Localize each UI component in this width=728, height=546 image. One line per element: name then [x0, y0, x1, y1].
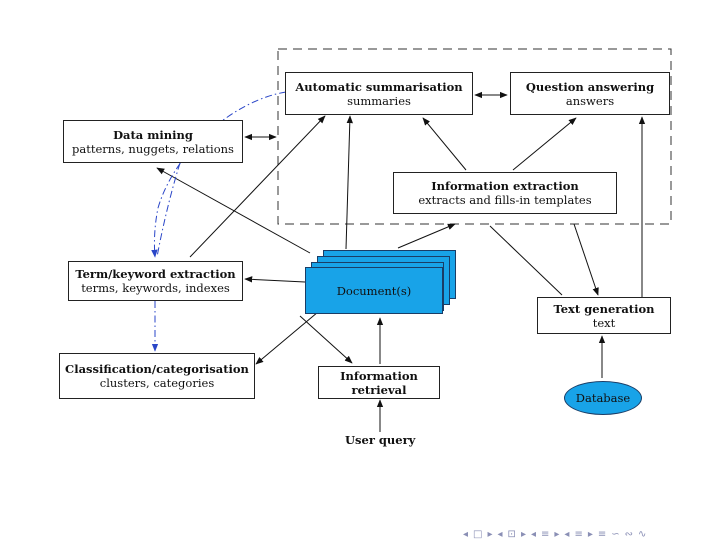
- edge-ie-to-qa: [512, 117, 577, 171]
- nav-icon-11[interactable]: ▸: [587, 528, 593, 540]
- node-title: Term/keyword extraction: [75, 267, 236, 281]
- node-title: Automatic summarisation: [295, 79, 463, 94]
- node-automatic-summarisation: Automatic summarisation summaries: [285, 72, 473, 115]
- nav-icon-10[interactable]: ≡: [574, 528, 583, 540]
- nav-icon-4[interactable]: ⊡: [507, 528, 516, 540]
- node-documents: Document(s): [305, 267, 443, 314]
- slide-navigation: ◂ □ ▸ ◂ ⊡ ▸ ◂ ≡ ▸ ◂ ≡ ▸ ≡ ∽ ∾ ∿: [463, 526, 728, 542]
- node-label: Document(s): [336, 283, 412, 298]
- node-title: Data mining: [113, 127, 193, 142]
- node-subtitle: text: [592, 315, 616, 330]
- edge-documents-to-ir: [299, 315, 353, 364]
- edge-documents-to-datamining: [156, 167, 311, 254]
- node-subtitle: terms, keywords, indexes: [81, 281, 230, 295]
- node-question-answering: Question answering answers: [510, 72, 670, 115]
- edge-left-to-summarisation: [189, 115, 326, 258]
- node-label: Database: [575, 391, 631, 405]
- node-label: User query: [345, 433, 416, 447]
- node-subtitle: extracts and fills-in templates: [418, 193, 592, 207]
- node-title: Question answering: [525, 79, 655, 94]
- edge-dashdot-summarisation-to-term: [151, 91, 287, 258]
- node-information-extraction: Information extraction extracts and fill…: [393, 172, 617, 214]
- edge-ie-to-summarisation: [422, 117, 467, 171]
- node-text-generation: Text generation text: [537, 297, 671, 334]
- dashed-group-boundary: [277, 48, 672, 225]
- edge-qa-region-to-textgen: [489, 225, 563, 296]
- node-database: Database: [564, 381, 642, 415]
- node-information-retrieval: Information retrieval: [318, 366, 440, 399]
- nav-icon-9[interactable]: ◂: [564, 528, 570, 540]
- nav-icon-5[interactable]: ▸: [520, 528, 526, 540]
- nav-icon-0[interactable]: ◂: [463, 528, 469, 540]
- edge-ie-to-textgen: [573, 223, 599, 296]
- nav-icon-15[interactable]: ∿: [638, 528, 647, 540]
- nav-icon-13[interactable]: ∽: [611, 528, 620, 540]
- node-title: Text generation: [553, 301, 655, 316]
- node-subtitle: patterns, nuggets, relations: [72, 141, 234, 156]
- node-title: Information extraction: [431, 179, 579, 193]
- node-subtitle: clusters, categories: [99, 376, 215, 390]
- edge-dashdot-datamining-to-term: [156, 162, 181, 258]
- edge-documents-to-classification: [255, 311, 319, 365]
- node-classification-categorisation: Classification/categorisation clusters, …: [59, 353, 255, 399]
- nav-icon-14[interactable]: ∾: [624, 528, 634, 540]
- nav-icon-2[interactable]: ▸: [487, 528, 493, 540]
- nav-icon-8[interactable]: ▸: [554, 528, 560, 540]
- node-term-keyword-extraction: Term/keyword extraction terms, keywords,…: [68, 261, 243, 301]
- edge-documents-to-summarisation: [345, 115, 353, 250]
- node-title: Classification/categorisation: [65, 362, 249, 376]
- nav-icon-7[interactable]: ≡: [541, 528, 550, 540]
- node-title: Information retrieval: [340, 368, 418, 397]
- edge-documents-to-ie: [397, 223, 456, 249]
- nav-icon-3[interactable]: ◂: [497, 528, 503, 540]
- edge-documents-to-term: [244, 276, 306, 283]
- node-user-query: User query: [345, 433, 415, 447]
- nav-icon-12[interactable]: ≡: [597, 528, 607, 540]
- nav-icon-1[interactable]: □: [473, 528, 483, 540]
- node-subtitle: summaries: [347, 93, 411, 108]
- node-subtitle: answers: [565, 93, 615, 108]
- nav-icon-6[interactable]: ◂: [530, 528, 536, 540]
- node-data-mining: Data mining patterns, nuggets, relations: [63, 120, 243, 163]
